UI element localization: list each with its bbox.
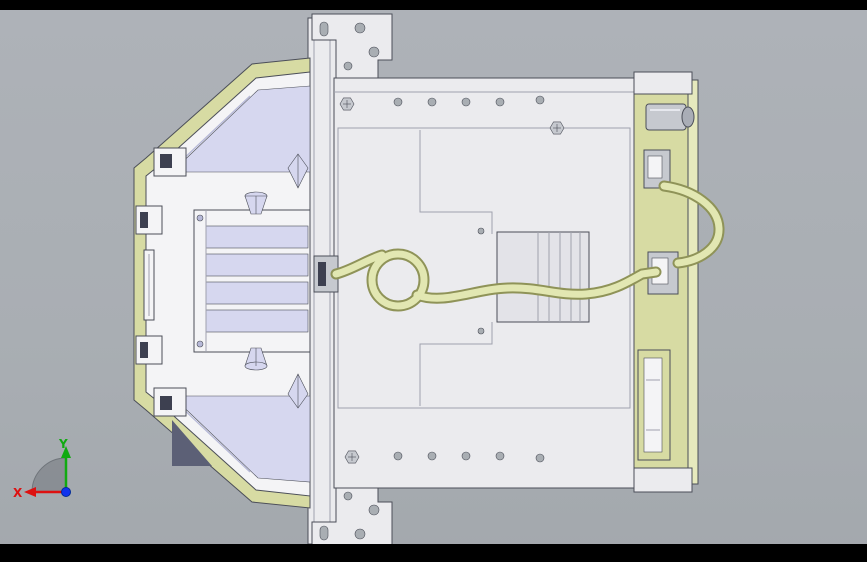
- cable-bend: [660, 182, 723, 267]
- corner-clip: [153, 147, 187, 177]
- screw-hole: [461, 97, 471, 107]
- screw-hole: [343, 491, 353, 501]
- cylinder-knob: [645, 103, 695, 131]
- chassis-plate: [333, 77, 635, 489]
- slot-hole: [319, 525, 329, 541]
- left-damper-assembly: [133, 57, 311, 509]
- mounting-ear-bottom-holes: [319, 491, 380, 541]
- cable-harness: [313, 180, 725, 312]
- triad-sector: [31, 457, 67, 493]
- pin-hole: [477, 227, 485, 235]
- x-axis-label: X: [13, 486, 23, 500]
- screw-hole: [343, 61, 353, 71]
- damper-cone-top: [244, 191, 268, 215]
- screw-hole: [535, 95, 545, 105]
- slot-hole: [319, 21, 329, 37]
- inner-panel-outline: [337, 127, 631, 409]
- bracket-top-edge: [633, 71, 693, 95]
- spring-screw-top: [287, 153, 309, 189]
- side-slot: [143, 249, 155, 321]
- screw-hole: [427, 451, 437, 461]
- screw-hole: [461, 451, 471, 461]
- cable-run: [413, 268, 660, 302]
- side-clip: [135, 205, 163, 235]
- cable-service-loop: [368, 250, 428, 310]
- letterbox-top: [0, 0, 867, 10]
- side-clip: [135, 335, 163, 365]
- screw-hole: [535, 453, 545, 463]
- inner-step-top: [419, 130, 493, 234]
- sloped-face-bottom: [171, 395, 311, 483]
- letterbox-bottom: [0, 544, 867, 562]
- mounting-ear-top-holes: [319, 21, 380, 71]
- x-axis-arrowhead: [24, 487, 36, 497]
- screw-hole: [354, 22, 366, 34]
- stacked-plate-block: [496, 231, 590, 323]
- right-bracket-panel: [633, 71, 699, 493]
- screw-hole: [393, 97, 403, 107]
- damper-cone-bottom: [244, 347, 268, 371]
- face-seam: [177, 403, 251, 473]
- screw-hole: [495, 97, 505, 107]
- shadow-recess: [172, 420, 212, 466]
- inner-step-bottom: [419, 322, 493, 406]
- screw-hole: [495, 451, 505, 461]
- stacked-plate-lines: [537, 232, 581, 322]
- axis-triad[interactable]: Y X: [13, 437, 71, 500]
- spring-screw-bottom: [287, 373, 309, 409]
- screw: [196, 214, 204, 222]
- card-slot: [637, 349, 671, 461]
- bracket-flange: [687, 79, 699, 485]
- screw-hole: [368, 46, 380, 58]
- screw-hole: [354, 528, 366, 540]
- z-axis-indicator: [61, 487, 71, 497]
- screw-hole: [427, 97, 437, 107]
- screw-hole-row-bottom: [393, 451, 545, 463]
- corner-clip: [153, 387, 187, 417]
- y-axis-arrowhead: [61, 446, 71, 458]
- screw-hole: [368, 504, 380, 516]
- y-axis-label: Y: [58, 437, 68, 451]
- ribbed-mechanism: [193, 209, 311, 353]
- bracket-bottom-edge: [633, 467, 693, 493]
- cable-run: [332, 251, 386, 278]
- screw: [196, 340, 204, 348]
- screw-hole: [393, 451, 403, 461]
- screw-hole-row-top: [393, 95, 545, 107]
- pin-hole: [477, 327, 485, 335]
- face-seam: [177, 95, 251, 165]
